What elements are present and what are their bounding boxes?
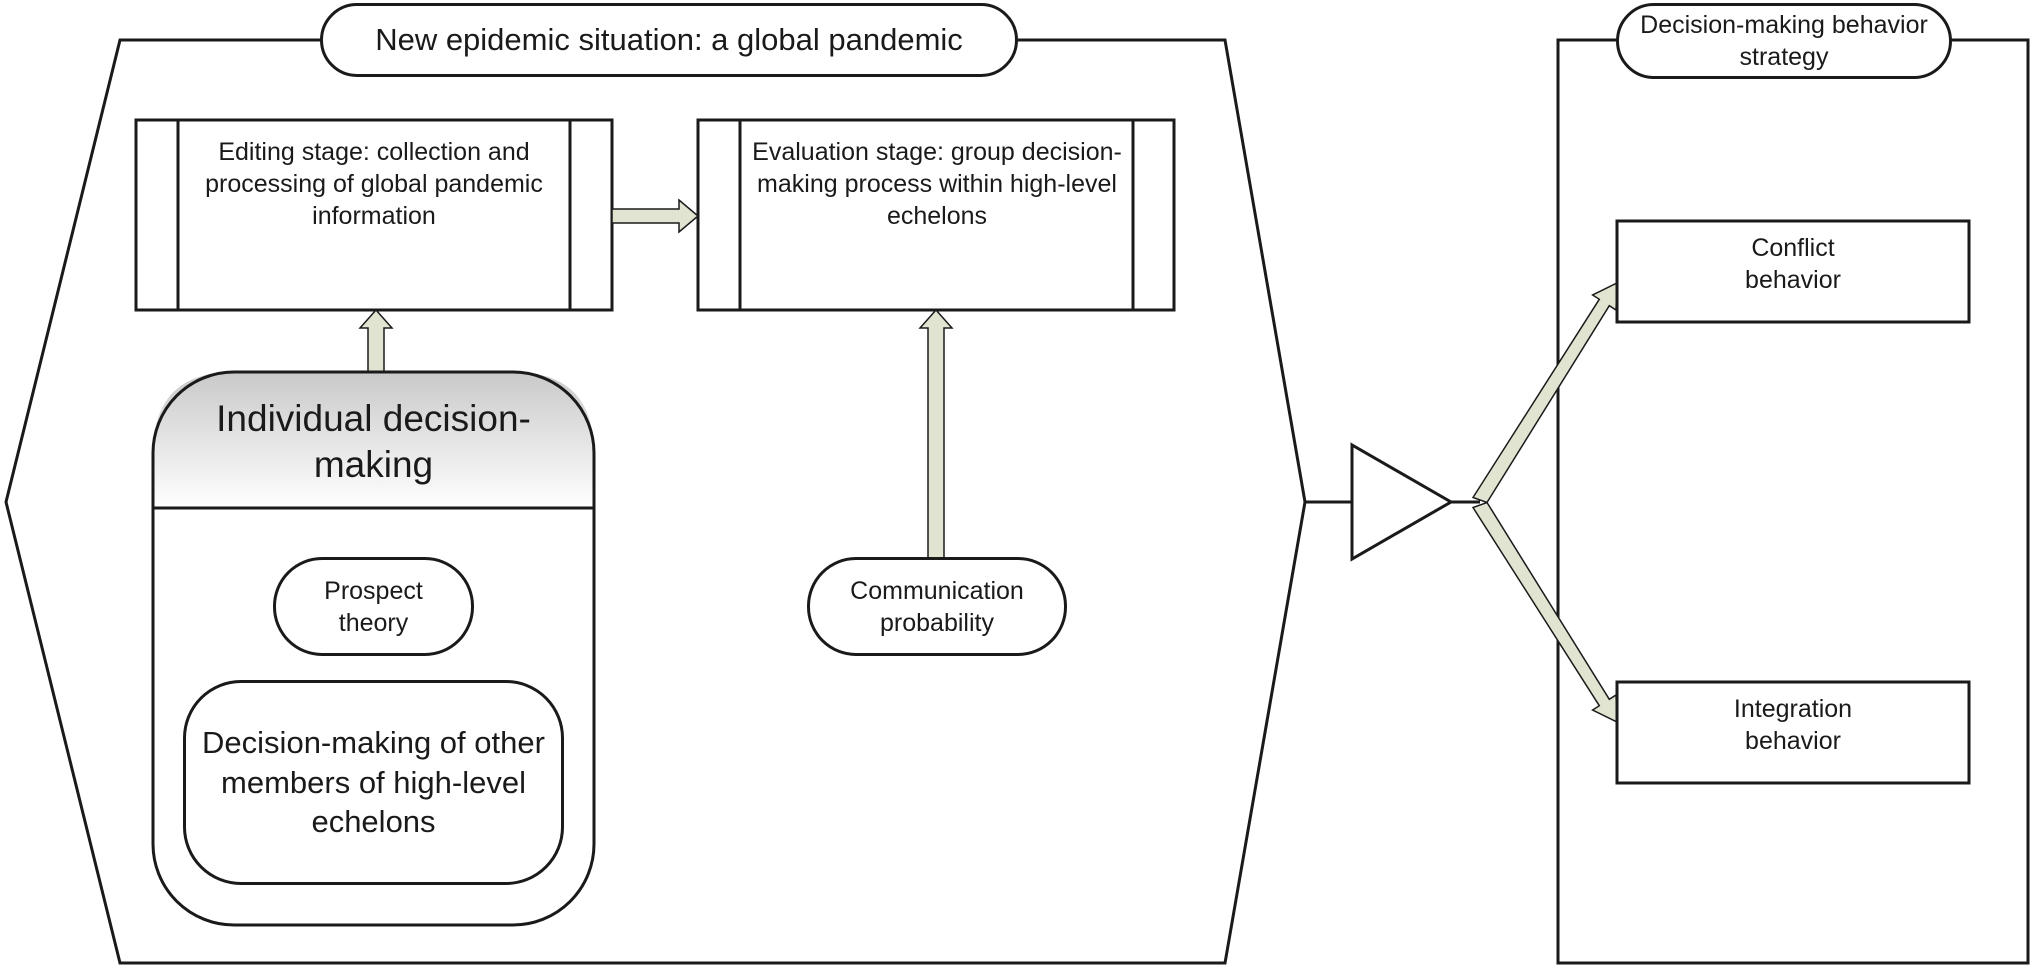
individual-decision-title: Individual decision-making — [216, 397, 531, 485]
situation-title-pill: New epidemic situation: a global pandemi… — [320, 3, 1018, 77]
other-members-box: Decision-making of other members of high… — [183, 680, 564, 885]
conflict-behavior-box — [1615, 219, 1971, 324]
individual-to-editing-arrow — [358, 308, 394, 373]
integration-behavior-box — [1615, 680, 1971, 785]
integration-behavior-label: Integration behavior — [1733, 695, 1853, 755]
situation-title: New epidemic situation: a global pandemi… — [375, 22, 963, 58]
strategy-container — [1556, 38, 2030, 965]
communication-probability-pill: Communication probability — [807, 557, 1067, 656]
strategy-title: Decision-making behavior strategy — [1640, 11, 1928, 71]
individual-decision-container — [151, 370, 596, 927]
communication-to-evaluation-arrow — [918, 308, 954, 559]
evaluation-stage-label: Evaluation stage: group decision-making … — [752, 138, 1122, 230]
editing-to-evaluation-arrow — [611, 198, 700, 234]
editing-stage-box — [134, 118, 614, 312]
aggregation-triangle — [1350, 442, 1455, 562]
conflict-behavior-label: Conflict behavior — [1745, 234, 1841, 294]
editing-stage-label: Editing stage: collection and processing… — [205, 138, 543, 230]
strategy-title-pill: Decision-making behavior strategy — [1616, 3, 1952, 79]
prospect-theory-pill: Prospect theory — [273, 557, 474, 656]
individual-decision-header-bg — [153, 372, 594, 508]
